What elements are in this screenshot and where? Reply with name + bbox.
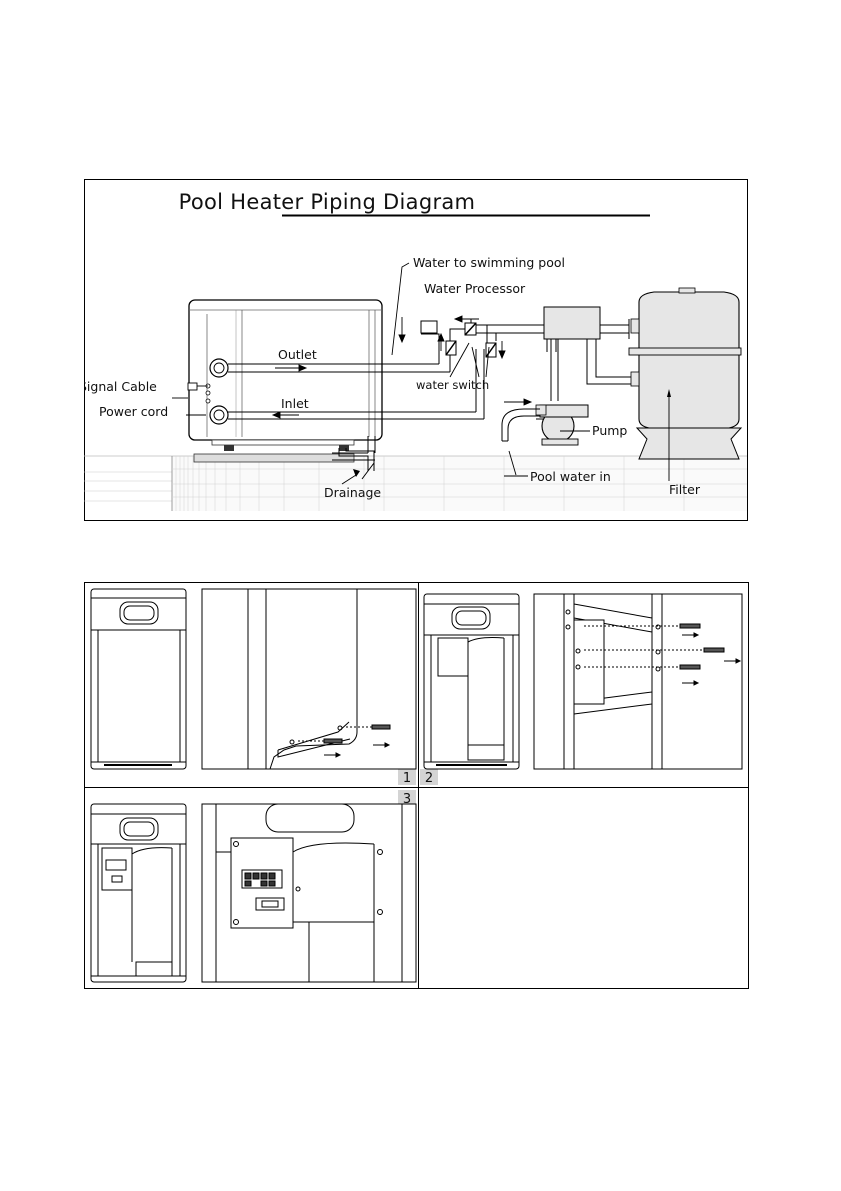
- label-outlet: Outlet: [278, 347, 317, 362]
- step-number-2: 2: [425, 771, 433, 786]
- step3-terminal-detail: [202, 804, 416, 982]
- step2-screw-detail: [534, 594, 742, 769]
- label-drainage: Drainage: [324, 485, 381, 500]
- signal-cable-connector: [188, 383, 197, 390]
- water-switch-left: [446, 341, 456, 355]
- label-filter: Filter: [669, 482, 701, 497]
- filter-tank: [629, 288, 741, 459]
- step1-screw-detail: [202, 589, 416, 769]
- label-power-cord: Power cord: [99, 404, 168, 419]
- heat-pump-unit: [189, 300, 382, 462]
- step3-unit-front: [91, 804, 186, 982]
- label-signal-cable: Signal Cable: [84, 379, 157, 394]
- label-water-to-pool: Water to swimming pool: [413, 255, 565, 270]
- step-number-1: 1: [403, 771, 411, 786]
- step2-unit-front: [424, 594, 519, 769]
- label-pump: Pump: [592, 423, 627, 438]
- label-water-processor: Water Processor: [424, 281, 526, 296]
- label-water-switch: water switch: [416, 378, 489, 392]
- label-inlet: Inlet: [281, 396, 309, 411]
- diagram-title: Pool Heater Piping Diagram: [179, 190, 476, 214]
- water-switch-right: [486, 343, 496, 357]
- control-valve: [544, 307, 600, 339]
- ground: [84, 456, 747, 511]
- piping-diagram: Pool Heater Piping Diagram: [84, 179, 748, 521]
- label-pool-water-in: Pool water in: [530, 469, 611, 484]
- step1-unit-front: [91, 589, 186, 769]
- installation-steps: 1 2 3: [84, 582, 749, 990]
